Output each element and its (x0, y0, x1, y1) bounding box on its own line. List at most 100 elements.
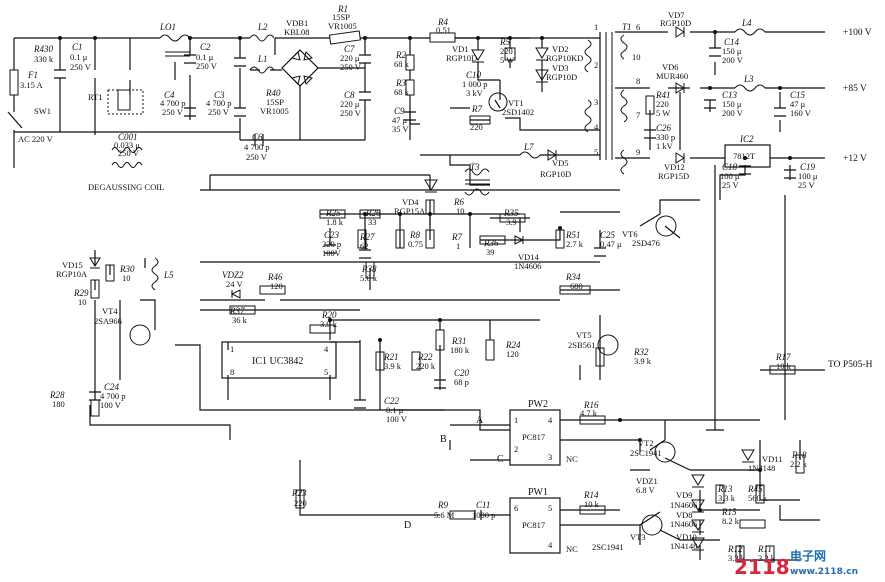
r4-ref: R4 (437, 17, 448, 27)
vd5-value: RGP10D (540, 169, 571, 179)
r31-ref: R31 (451, 336, 467, 346)
t1-pin-5: 5 (594, 147, 598, 157)
r46-value: 120 (270, 281, 283, 291)
vd5-ref: VD5 (552, 158, 569, 168)
r8-ref: R8 (409, 230, 420, 240)
ic1-pin-4: 4 (324, 344, 329, 354)
c8-ref: C8 (344, 90, 355, 100)
r51-ref: R51 (565, 230, 581, 240)
r2-value: 68 k (394, 59, 410, 69)
r25-value: 1.8 k (326, 217, 344, 227)
pw1-value: PC817 (522, 520, 545, 530)
r23-value: 220 (294, 498, 307, 508)
vd6-value: MUR460 (656, 71, 688, 81)
junctions (58, 30, 792, 512)
output-85v: +85 V (843, 84, 867, 94)
r2-ref: R2 (395, 50, 406, 60)
net-a: A (476, 415, 484, 426)
r30-ref: R30 (119, 264, 135, 274)
c10-ref: C10 (466, 70, 482, 80)
t1-pin-7: 7 (636, 110, 640, 120)
control-labels: R25 1.8 k R26 33 C23 220 p 100V R27 62 R… (49, 208, 660, 508)
c22-ref: C22 (384, 396, 400, 406)
c26-value: 330 p (656, 132, 675, 142)
ic1-pin-1: 1 (230, 344, 234, 354)
r31-value: 180 k (450, 345, 470, 355)
c1-ref: C1 (72, 42, 83, 52)
l1-ref: L1 (257, 54, 268, 64)
c2-value: 0.1 μ (196, 52, 214, 62)
c14-volt: 200 V (722, 55, 744, 65)
vt3-value: 2SC1941 (592, 542, 624, 552)
ic1-pin-5: 5 (324, 367, 328, 377)
c24-ref: C24 (104, 382, 120, 392)
c14-value: 150 μ (722, 46, 742, 56)
r11-value: 3.3 k (758, 553, 776, 563)
pw1-pin-4: 4 (548, 540, 553, 550)
r6-value: 10 (456, 206, 465, 216)
r29-ref: R29 (73, 288, 89, 298)
ic1-label: IC1 UC3842 (252, 356, 303, 367)
ac-input-label: AC 220 V (18, 134, 54, 144)
r7b-value: 1 (456, 241, 460, 251)
c11-value: 1000 p (472, 510, 495, 520)
vdz1-value: 6.8 V (636, 485, 656, 495)
primary-labels: R4 0.51 VD1 RGP10D R5 220 5 W VD2 RGP10K… (394, 17, 641, 216)
r28-ref: R28 (49, 390, 65, 400)
vd3-ref: VD3 (552, 63, 569, 73)
r4-value: 0.51 (436, 25, 451, 35)
ic1-pin-8: 8 (230, 367, 234, 377)
vd9-ref: VD9 (676, 490, 693, 500)
ic2-ref: IC2 (739, 134, 754, 144)
r32-value: 3.9 k (634, 356, 652, 366)
vt1-ref: VT1 (508, 98, 524, 108)
vt6-value: 2SD476 (632, 238, 660, 248)
vt3-ref: VT3 (630, 532, 646, 542)
r22-ref: R22 (417, 352, 433, 362)
vd7-ref: VD7 (668, 10, 685, 20)
r46-ref: R46 (267, 272, 283, 282)
net-d: D (404, 520, 411, 531)
ic2-value: 7812T (733, 151, 756, 161)
c001-value: 0.033 μ (114, 140, 140, 150)
r38-value: 5.6 k (360, 273, 378, 283)
l2-ref: L2 (257, 22, 268, 32)
t1-pin-9: 9 (636, 147, 640, 157)
pw2-pin-1: 1 (514, 415, 518, 425)
r1-ref: R1 (337, 4, 348, 14)
c22-value: 0.1 μ (386, 405, 404, 415)
c9-volt: 35 V (392, 124, 409, 134)
vt4-ref: VT4 (102, 306, 118, 316)
vd15-ref: VD15 (62, 260, 83, 270)
r40-value: 15SP (266, 97, 284, 107)
c13-ref: C13 (722, 90, 738, 100)
vdz1-ref: VDZ1 (636, 476, 658, 486)
c1-volt: 250 V (70, 62, 92, 72)
r5-value: 220 (500, 46, 513, 56)
r28-value: 180 (52, 399, 65, 409)
r430-ref: R430 (33, 44, 53, 54)
c24-volt: 100 V (100, 400, 122, 410)
input-labels: AC 220 V F1 3.15 A SW1 R430 330 k C1 0.1… (18, 4, 410, 192)
r40-type: VR1005 (260, 106, 289, 116)
r27-ref: R27 (359, 232, 375, 242)
c26-ref: C26 (656, 123, 672, 133)
c8-volt: 250 V (340, 108, 362, 118)
r16-ref: R16 (583, 400, 599, 410)
vt5-ref: VT5 (576, 330, 592, 340)
r21-value: 3.9 k (384, 361, 402, 371)
r40-ref: R40 (265, 88, 281, 98)
r18-value: 2.2 k (790, 459, 808, 469)
to-p505-label: TO P505-H (828, 360, 873, 370)
pw1-pin-5: 5 (548, 503, 552, 513)
switch-label: SW1 (34, 106, 51, 116)
r7-value: 220 (470, 122, 483, 132)
c10-volt: 3 kV (466, 88, 484, 98)
c18-ref: C18 (722, 162, 738, 172)
pw2-nc: NC (566, 454, 578, 464)
r1-value: 15SP (332, 12, 350, 22)
c7-ref: C7 (344, 44, 355, 54)
r17-ref: R17 (775, 352, 791, 362)
feedback-labels: PW2 PC817 PW1 PC817 1 2 4 3 6 5 4 NC NC … (404, 352, 808, 563)
